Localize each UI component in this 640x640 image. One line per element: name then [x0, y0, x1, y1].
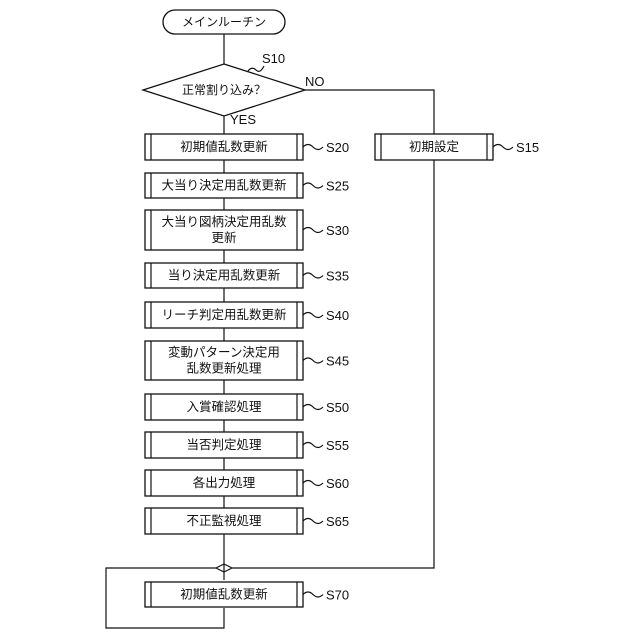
step-id: S15	[516, 140, 539, 155]
process-step-s25: 大当り決定用乱数更新 S25	[145, 173, 349, 198]
step-id-leader	[303, 592, 323, 597]
yes-label: YES	[230, 112, 256, 127]
process-step-label: 不正監視処理	[186, 513, 262, 528]
start-label: メインルーチン	[182, 15, 266, 29]
start-terminal: メインルーチン	[163, 10, 285, 34]
process-step-s40: リーチ判定用乱数更新 S40	[145, 302, 349, 328]
process-step-label: 初期値乱数更新	[180, 587, 268, 602]
process-step-label: リーチ判定用乱数更新	[161, 307, 286, 322]
process-step-label: 初期設定	[409, 139, 459, 154]
step-id-leader	[303, 405, 323, 410]
step-id-leader	[303, 273, 323, 278]
step-id: S25	[326, 179, 349, 194]
process-step-label: 大当り決定用乱数更新	[161, 178, 286, 193]
step-id: S35	[326, 269, 349, 284]
step-id: S20	[326, 140, 349, 155]
process-step-s45: 変動パターン決定用乱数更新処理 S45	[145, 341, 349, 380]
process-step-label: 初期値乱数更新	[180, 139, 268, 154]
decision-id-leader	[248, 66, 264, 71]
process-step-s60: 各出力処理 S60	[145, 470, 349, 496]
decision-label: 正常割り込み？	[182, 82, 266, 97]
process-step-s65: 不正監視処理 S65	[145, 508, 349, 534]
process-step-s70: 初期値乱数更新 S70	[145, 582, 349, 607]
process-step-label: 乱数更新処理	[186, 361, 262, 376]
process-step-label: 各出力処理	[193, 475, 256, 490]
no-label: NO	[305, 74, 325, 89]
step-id-leader	[303, 183, 323, 188]
step-id-leader	[303, 481, 323, 486]
step-id: S45	[326, 354, 349, 369]
process-step-s30: 大当り図柄決定用乱数更新 S30	[145, 210, 349, 250]
process-step-s20: 初期値乱数更新 S20	[145, 134, 349, 160]
process-step-s35: 当り決定用乱数更新 S35	[145, 263, 349, 288]
process-step-label: 入賞確認処理	[186, 399, 262, 414]
step-id-leader	[303, 519, 323, 524]
arrow-merge-left	[216, 564, 224, 572]
side-step-s15: 初期設定 S15	[375, 134, 539, 160]
process-step-s50: 入賞確認処理 S50	[145, 394, 349, 420]
step-id: S55	[326, 438, 349, 453]
connector-no-branch	[305, 90, 434, 134]
step-id: S60	[326, 476, 349, 491]
process-step-label: 大当り図柄決定用乱数	[161, 214, 287, 229]
step-id-leader	[303, 443, 323, 448]
step-id-leader	[493, 145, 513, 150]
decision-node: 正常割り込み？	[143, 64, 305, 116]
step-id-leader	[303, 228, 323, 233]
step-id: S50	[326, 400, 349, 415]
arrow-merge-right	[224, 564, 232, 572]
step-id: S30	[326, 223, 349, 238]
step-id: S40	[326, 308, 349, 323]
step-id-leader	[303, 358, 323, 363]
process-step-s55: 当否判定処理 S55	[145, 432, 349, 458]
process-step-label: 当り決定用乱数更新	[168, 268, 281, 283]
process-step-label: 更新	[211, 230, 236, 245]
process-step-label: 当否判定処理	[186, 437, 262, 452]
decision-step-id: S10	[262, 51, 285, 66]
step-id: S70	[326, 588, 349, 603]
step-id-leader	[303, 145, 323, 150]
process-step-label: 変動パターン決定用	[168, 345, 280, 360]
step-id-leader	[303, 313, 323, 318]
process-steps: 初期値乱数更新 S20 大当り決定用乱数更新 S25 大当り図柄決定用乱数更新 S30 当り…	[145, 134, 539, 607]
step-id: S65	[326, 514, 349, 529]
